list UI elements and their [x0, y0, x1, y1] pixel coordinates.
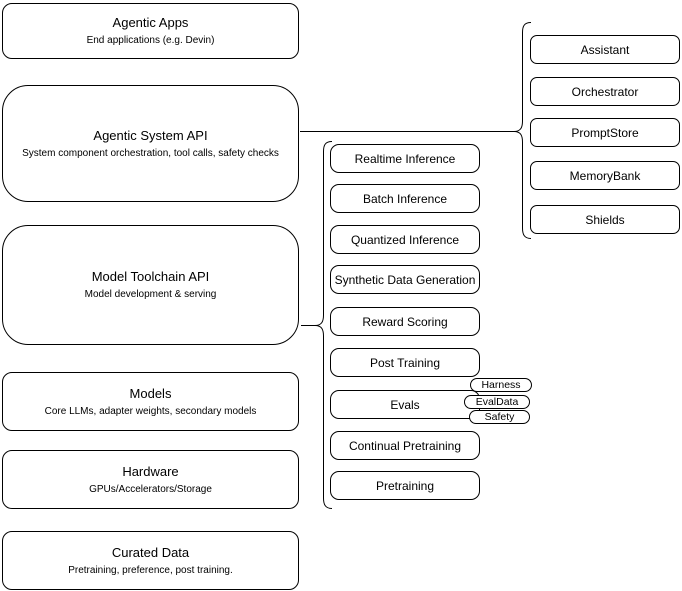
node-label: Assistant: [580, 42, 630, 57]
node-synthetic-data-generation[interactable]: Synthetic Data Generation: [330, 265, 480, 294]
node-label: Reward Scoring: [362, 314, 448, 329]
node-model-toolchain-api[interactable]: Model Toolchain API Model development & …: [2, 225, 299, 345]
node-post-training[interactable]: Post Training: [330, 348, 480, 377]
node-assistant[interactable]: Assistant: [530, 35, 680, 64]
node-shields[interactable]: Shields: [530, 205, 680, 234]
node-batch-inference[interactable]: Batch Inference: [330, 184, 480, 213]
node-label: Synthetic Data Generation: [334, 272, 476, 287]
node-continual-pretraining[interactable]: Continual Pretraining: [330, 431, 480, 460]
node-models[interactable]: Models Core LLMs, adapter weights, secon…: [2, 372, 299, 431]
node-label: PromptStore: [571, 125, 639, 140]
node-label: Pretraining: [375, 478, 435, 493]
node-title: Hardware: [122, 463, 179, 479]
pill-safety[interactable]: Safety: [469, 410, 530, 424]
node-subtitle: Pretraining, preference, post training.: [68, 564, 233, 576]
node-curated-data[interactable]: Curated Data Pretraining, preference, po…: [2, 531, 299, 590]
node-agentic-apps[interactable]: Agentic Apps End applications (e.g. Devi…: [2, 3, 299, 59]
node-subtitle: Model development & serving: [84, 289, 217, 300]
node-label: Continual Pretraining: [348, 438, 462, 453]
node-reward-scoring[interactable]: Reward Scoring: [330, 307, 480, 336]
node-evals[interactable]: Evals: [330, 390, 480, 419]
node-subtitle: Core LLMs, adapter weights, secondary mo…: [44, 405, 257, 417]
node-label: Post Training: [369, 355, 441, 370]
node-label: MemoryBank: [569, 168, 641, 183]
node-title: Model Toolchain API: [91, 269, 210, 284]
pill-evaldata[interactable]: EvalData: [464, 395, 530, 409]
pill-label: EvalData: [475, 396, 519, 408]
node-label: Quantized Inference: [350, 232, 460, 247]
node-label: Realtime Inference: [354, 151, 456, 166]
node-title: Agentic System API: [93, 127, 208, 143]
node-subtitle: End applications (e.g. Devin): [86, 35, 215, 46]
node-label: Evals: [390, 397, 420, 412]
node-label: Batch Inference: [362, 191, 448, 206]
node-title: Agentic Apps: [112, 15, 189, 30]
system-components-brace: [513, 22, 532, 239]
toolchain-brace: [314, 141, 333, 509]
node-subtitle: GPUs/Accelerators/Storage: [89, 483, 212, 495]
node-memorybank[interactable]: MemoryBank: [530, 161, 680, 190]
node-title: Curated Data: [111, 544, 190, 560]
node-realtime-inference[interactable]: Realtime Inference: [330, 144, 480, 173]
node-pretraining[interactable]: Pretraining: [330, 471, 480, 500]
node-agentic-system-api[interactable]: Agentic System API System component orch…: [2, 85, 299, 202]
pill-harness[interactable]: Harness: [470, 378, 532, 392]
node-label: Shields: [585, 212, 625, 227]
node-promptstore[interactable]: PromptStore: [530, 118, 680, 147]
node-label: Orchestrator: [571, 84, 639, 99]
node-hardware[interactable]: Hardware GPUs/Accelerators/Storage: [2, 450, 299, 509]
node-subtitle: System component orchestration, tool cal…: [22, 147, 279, 159]
node-title: Models: [129, 385, 172, 401]
node-quantized-inference[interactable]: Quantized Inference: [330, 225, 480, 254]
pill-label: Harness: [481, 379, 521, 391]
pill-label: Safety: [484, 411, 515, 423]
node-orchestrator[interactable]: Orchestrator: [530, 77, 680, 106]
